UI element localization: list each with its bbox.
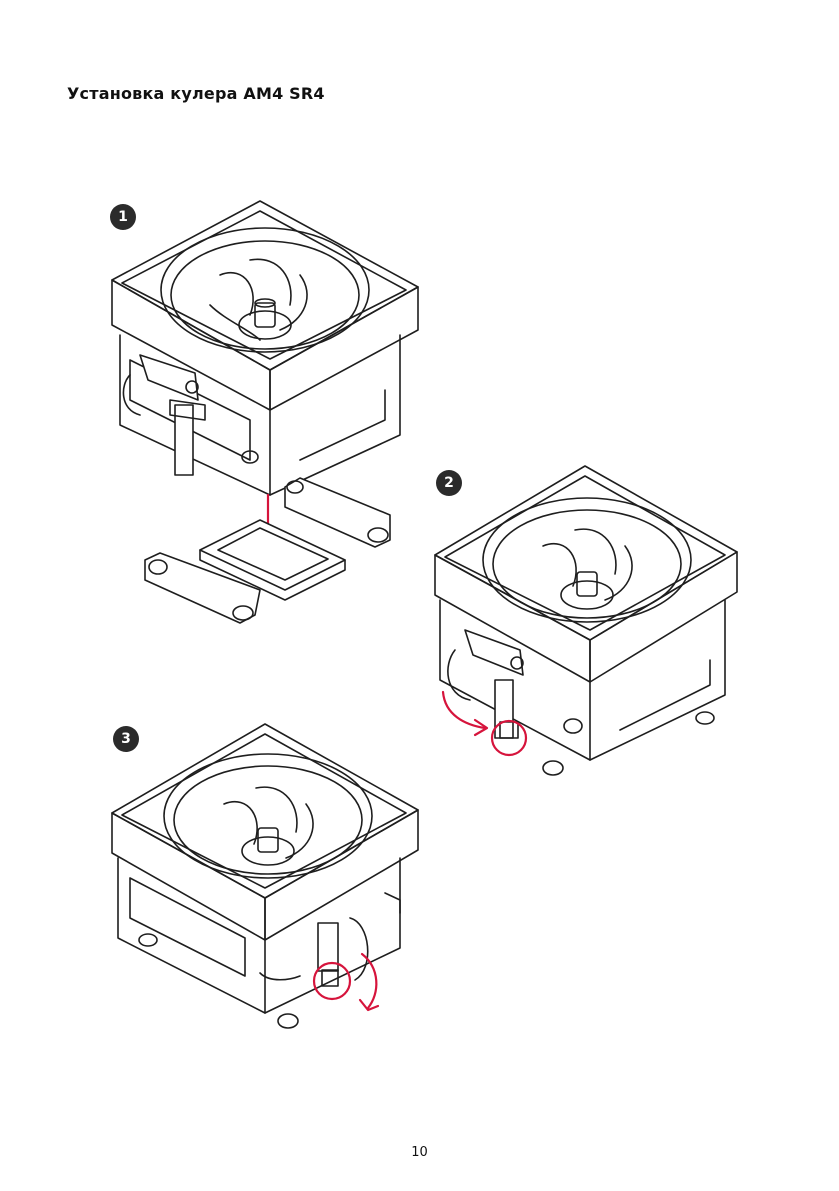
page-number: 10 [0, 1145, 839, 1160]
cooler-above-cpu-socket-illustration [100, 195, 440, 645]
cooler-clip-hook-illustration [425, 460, 755, 790]
page-title: Установка кулера AM4 SR4 [67, 84, 325, 103]
cooler-clip-lock-illustration [100, 718, 430, 1048]
